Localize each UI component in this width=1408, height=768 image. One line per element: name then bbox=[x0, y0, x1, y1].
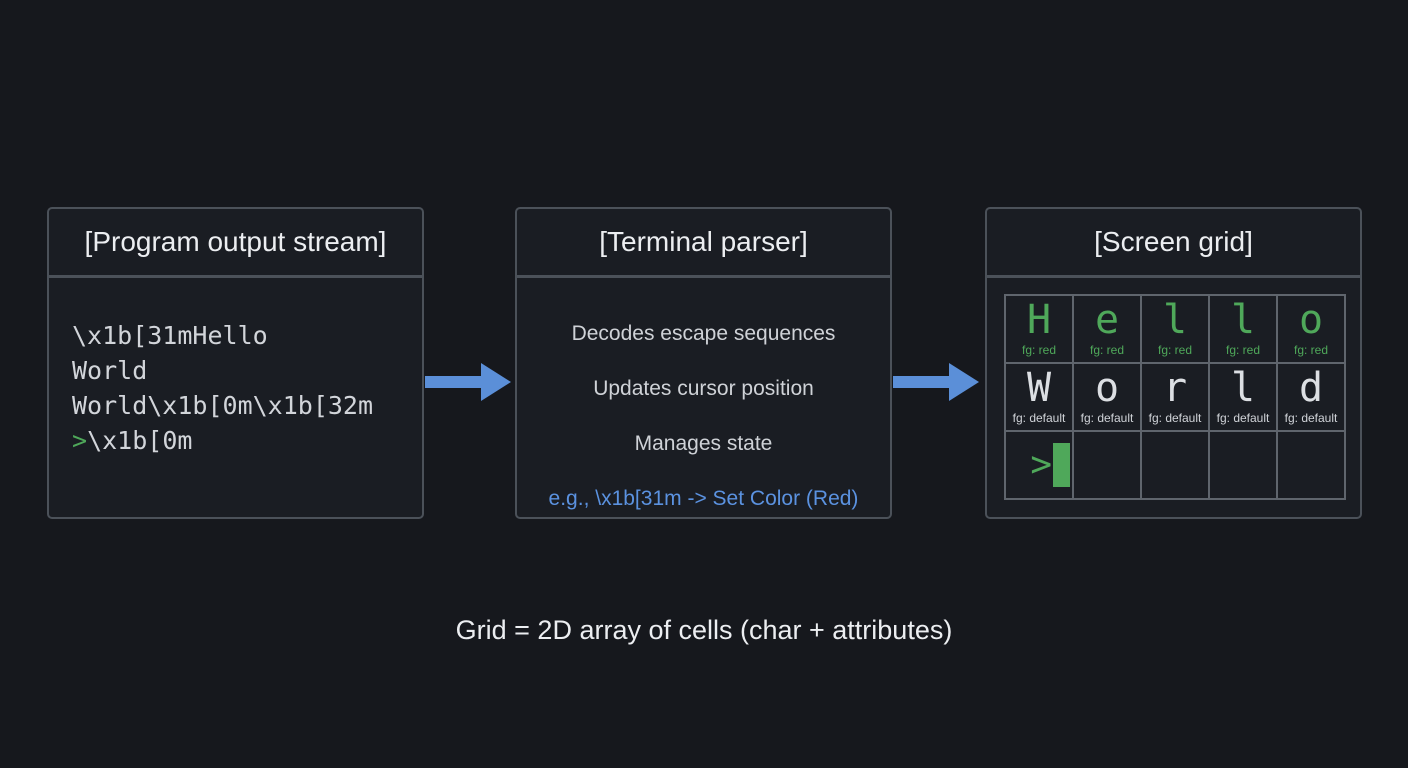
code-line: \x1b[31mHello bbox=[72, 321, 268, 350]
cell-char: W bbox=[1026, 365, 1052, 411]
arrow-right-icon bbox=[425, 363, 511, 401]
grid-cell-empty bbox=[1141, 431, 1209, 499]
cell-char: o bbox=[1094, 365, 1120, 411]
parser-item: Manages state bbox=[634, 432, 773, 455]
cell-char: l bbox=[1162, 297, 1188, 343]
prompt-char: > bbox=[1030, 444, 1052, 485]
arrow-right-icon bbox=[893, 363, 979, 401]
cell-char: e bbox=[1094, 297, 1120, 343]
parser-example: e.g., \x1b[31m -> Set Color (Red) bbox=[548, 487, 859, 510]
cell-attr: fg: red bbox=[1293, 343, 1329, 357]
code-text: \x1b[0m bbox=[87, 426, 193, 455]
cell-attr: fg: default bbox=[1284, 411, 1338, 425]
cell-char: o bbox=[1298, 297, 1324, 343]
cursor-block-icon bbox=[1053, 443, 1070, 487]
cell-attr: fg: default bbox=[1080, 411, 1134, 425]
code-line: World\x1b[0m\x1b[32m bbox=[72, 391, 374, 420]
caption: Grid = 2D array of cells (char + attribu… bbox=[455, 615, 953, 645]
cell-attr: fg: red bbox=[1225, 343, 1261, 357]
grid-cell-empty bbox=[1209, 431, 1277, 499]
prompt-char: > bbox=[72, 426, 88, 455]
grid-cell-prompt: > bbox=[1005, 431, 1073, 499]
cell-char: d bbox=[1298, 365, 1324, 411]
grid-cell-empty bbox=[1277, 431, 1345, 499]
grid-cell-empty bbox=[1073, 431, 1141, 499]
box-title: [Screen grid] bbox=[987, 209, 1360, 278]
parser-item: Decodes escape sequences bbox=[571, 322, 836, 345]
cell-attr: fg: default bbox=[1148, 411, 1202, 425]
cell-attr: fg: default bbox=[1012, 411, 1066, 425]
cell-char: H bbox=[1026, 297, 1052, 343]
cell-char: l bbox=[1230, 365, 1256, 411]
terminal-parser-box: [Terminal parser] Decodes escape sequenc… bbox=[515, 207, 892, 519]
cell-char: l bbox=[1230, 297, 1256, 343]
cell-attr: fg: red bbox=[1089, 343, 1125, 357]
cell-attr: fg: default bbox=[1216, 411, 1270, 425]
parser-item: Updates cursor position bbox=[593, 377, 814, 400]
code-line: World bbox=[72, 356, 148, 385]
cell-attr: fg: red bbox=[1157, 343, 1193, 357]
cell-char: r bbox=[1162, 365, 1188, 411]
code-line: >\x1b[0m bbox=[72, 423, 422, 458]
box-title: [Terminal parser] bbox=[517, 209, 890, 278]
cell-attr: fg: red bbox=[1021, 343, 1057, 357]
box-title: [Program output stream] bbox=[49, 209, 422, 278]
